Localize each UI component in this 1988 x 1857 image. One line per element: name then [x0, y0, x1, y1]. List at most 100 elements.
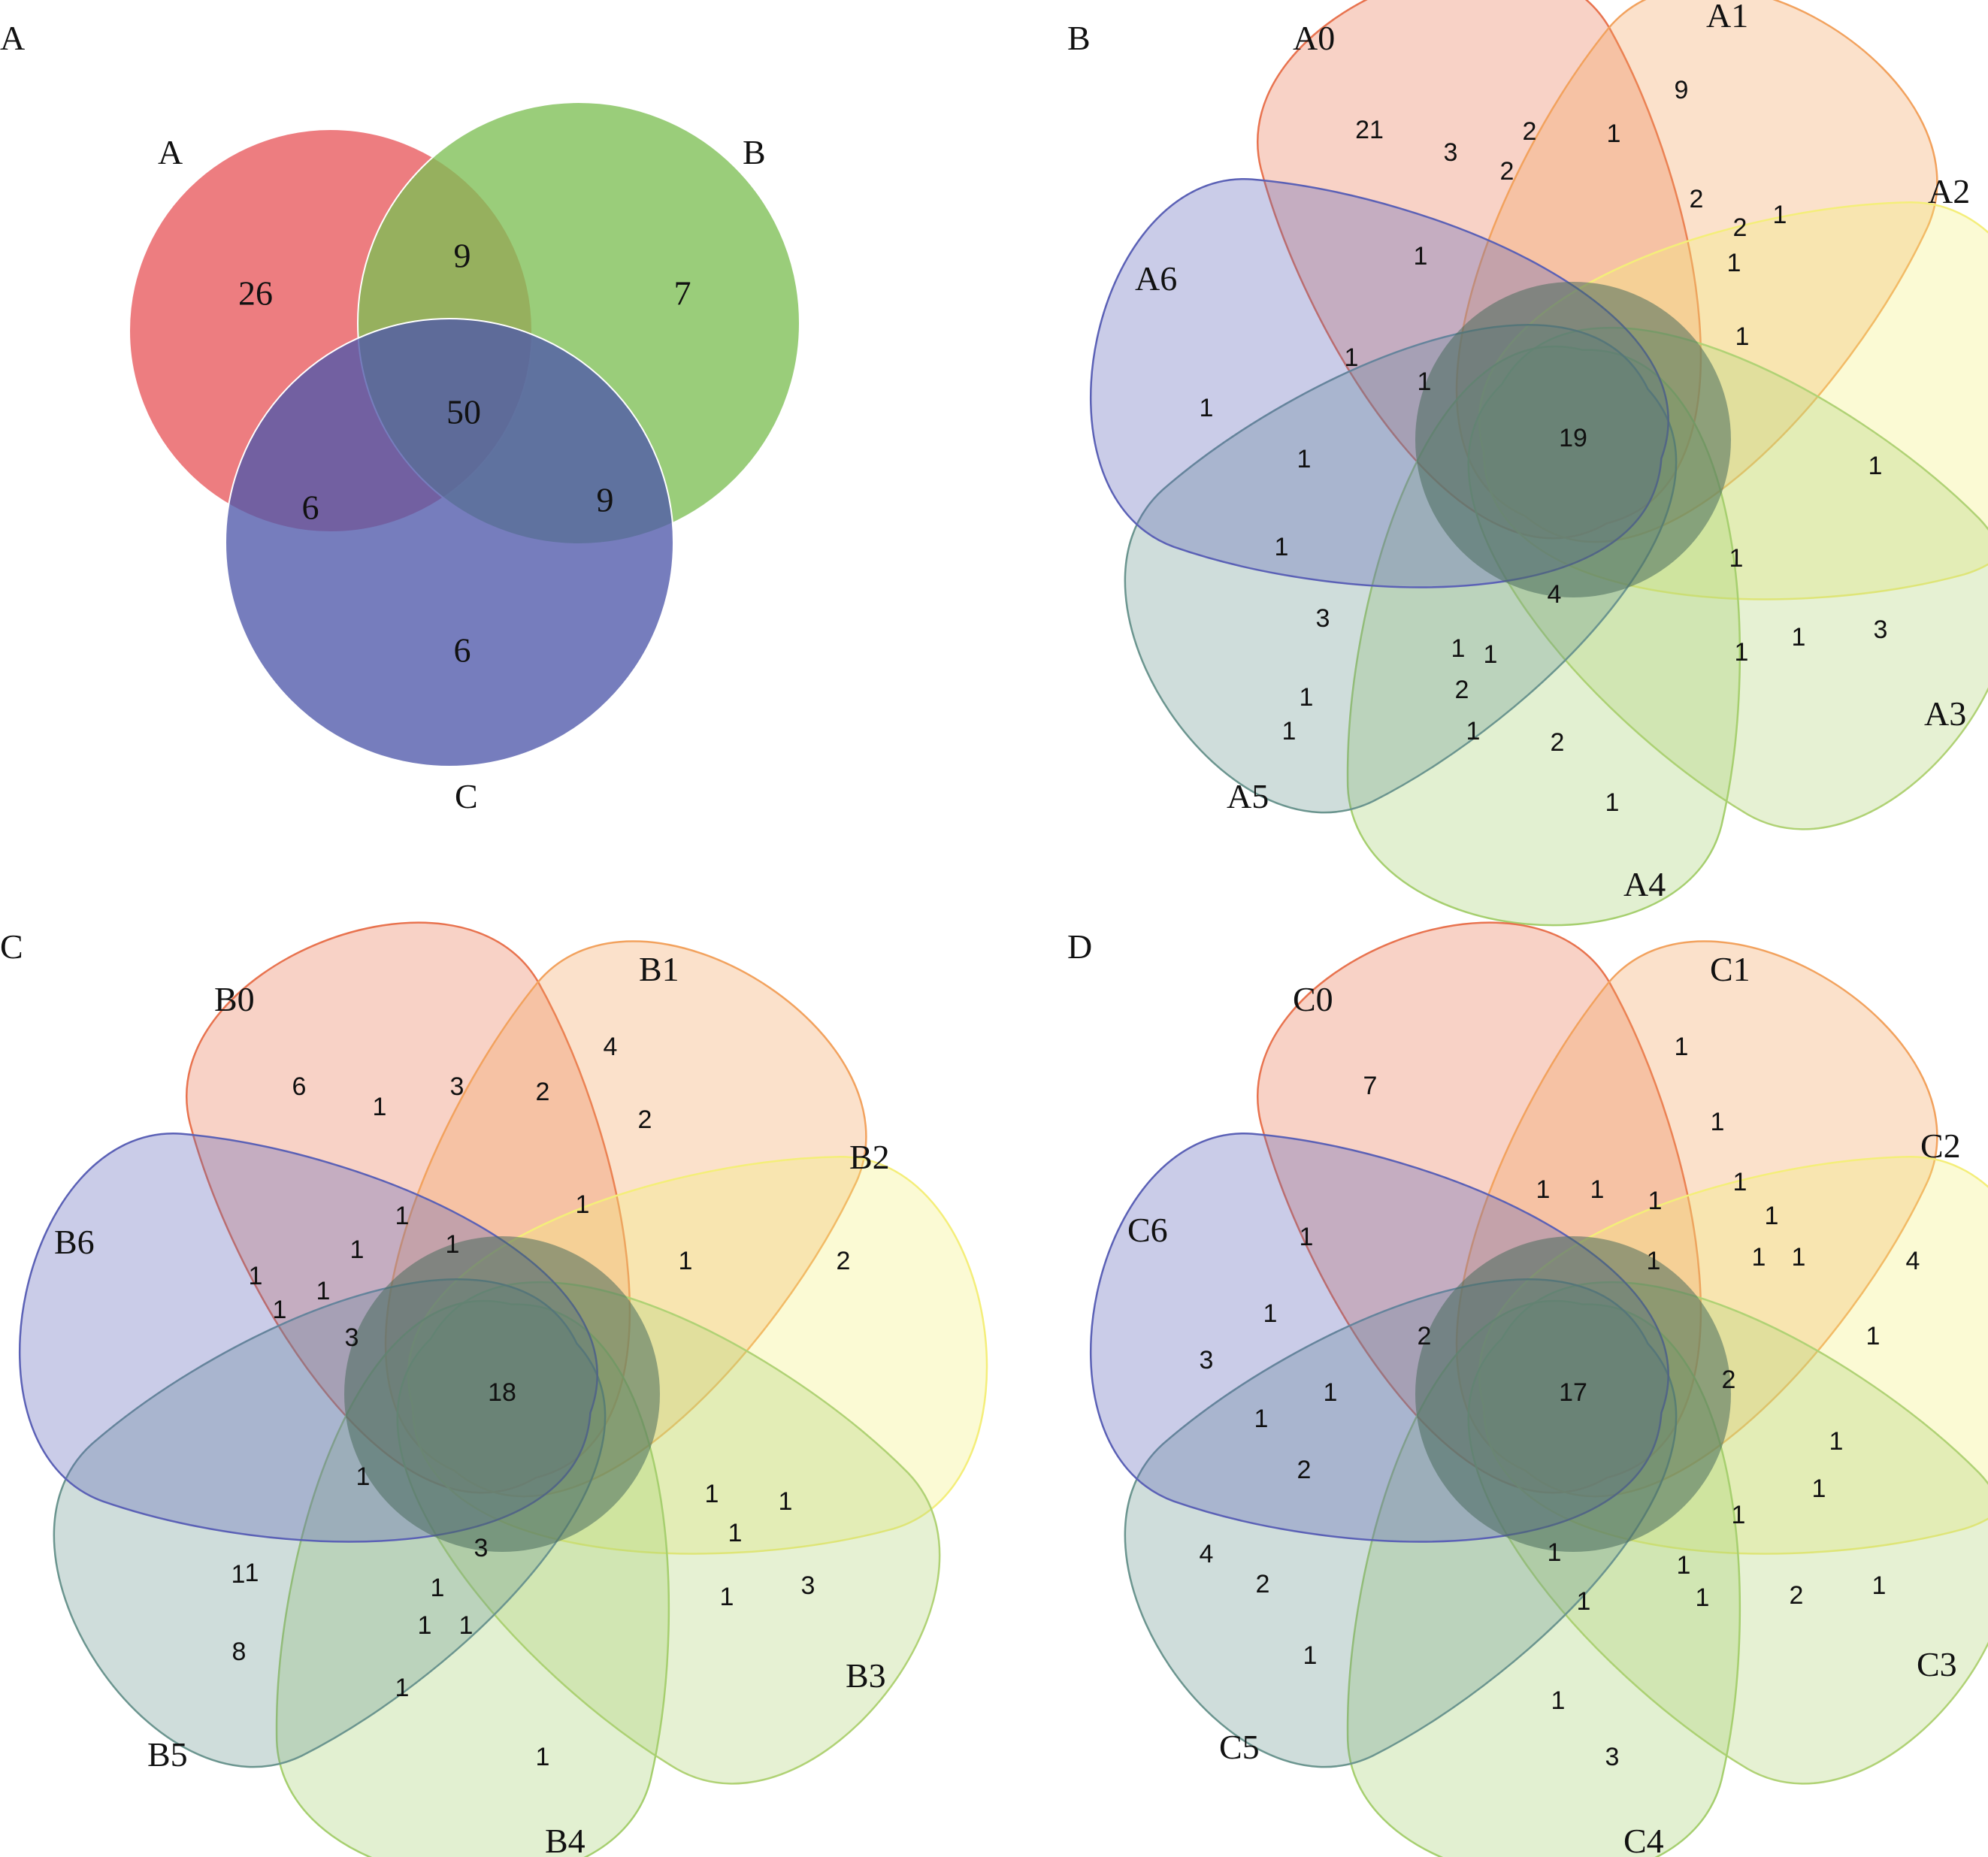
set-label-c3: C3	[1917, 1645, 1957, 1683]
center-count-b: 19	[1559, 424, 1587, 452]
region-count-d-24: 1	[1548, 1538, 1562, 1567]
core-c	[344, 1236, 660, 1552]
venn-circle-c	[225, 318, 674, 767]
region-count-c-3: 2	[536, 1078, 550, 1106]
region-count-d-7: 1	[1765, 1202, 1779, 1230]
count-only-b: 7	[674, 274, 691, 313]
region-count-d-33: 2	[1256, 1570, 1270, 1598]
region-count-d-26: 1	[1677, 1551, 1691, 1580]
region-count-c-20: 1	[728, 1519, 743, 1547]
region-count-d-0: 7	[1363, 1072, 1378, 1100]
set-label-a5: A5	[1227, 777, 1269, 815]
region-count-c-24: 1	[418, 1611, 432, 1640]
set-label-c4: C4	[1623, 1822, 1664, 1857]
region-count-c-15: 1	[273, 1296, 287, 1324]
region-count-b-8: 2	[1733, 213, 1747, 242]
region-count-d-34: 1	[1551, 1686, 1566, 1715]
count-only-c: 6	[454, 631, 471, 670]
region-count-c-7: 1	[576, 1190, 590, 1219]
set-label-b5: B5	[147, 1735, 188, 1774]
region-count-b-2: 3	[1444, 138, 1458, 167]
region-count-b-26: 1	[1466, 717, 1481, 746]
set-label-a3: A3	[1924, 694, 1966, 733]
region-count-b-17: 1	[1275, 533, 1289, 561]
region-count-c-19: 3	[801, 1571, 815, 1600]
region-count-d-25: 4	[1200, 1540, 1214, 1568]
center-count-c: 18	[488, 1378, 516, 1407]
set-label-b0: B0	[214, 980, 255, 1018]
panel-letter-c: C	[0, 927, 23, 966]
region-count-d-29: 1	[1696, 1583, 1710, 1612]
region-count-d-15: 2	[1418, 1322, 1432, 1350]
region-count-c-0: 6	[292, 1072, 307, 1101]
region-count-b-22: 1	[1735, 638, 1749, 667]
set-label-a4: A4	[1623, 865, 1666, 903]
region-count-c-27: 1	[231, 1560, 246, 1589]
region-count-d-21: 2	[1297, 1456, 1312, 1484]
region-count-b-27: 1	[1300, 683, 1314, 712]
region-count-c-18: 1	[705, 1480, 719, 1508]
region-count-c-30: 1	[536, 1743, 550, 1771]
region-count-b-12: 1	[1345, 343, 1359, 372]
region-count-c-2: 3	[450, 1072, 464, 1101]
region-count-d-31: 3	[1605, 1743, 1620, 1771]
region-count-b-13: 1	[1418, 367, 1432, 396]
region-count-d-17: 3	[1200, 1346, 1214, 1375]
region-count-d-20: 1	[1829, 1427, 1844, 1456]
region-count-c-1: 4	[604, 1033, 618, 1061]
region-count-d-8: 1	[1752, 1243, 1766, 1272]
region-count-c-12: 1	[249, 1262, 263, 1290]
region-count-d-19: 1	[1866, 1322, 1881, 1350]
set-label-c0: C0	[1293, 980, 1333, 1018]
count-ab: 9	[454, 237, 471, 275]
panel-letter-a: A	[0, 19, 25, 57]
flower-c	[19, 921, 988, 1857]
count-only-a: 26	[238, 274, 273, 313]
count-bc: 9	[597, 481, 614, 519]
center-count-d: 17	[1559, 1378, 1587, 1407]
region-count-d-12: 1	[1300, 1223, 1314, 1251]
set-label-b3: B3	[846, 1656, 886, 1695]
venn3-circles	[129, 101, 800, 767]
count-ac: 6	[302, 488, 319, 527]
region-count-b-18: 1	[1729, 544, 1744, 573]
set-label-b2: B2	[849, 1138, 890, 1176]
region-count-c-11: 1	[446, 1230, 460, 1259]
region-count-b-10: 1	[1727, 249, 1741, 277]
region-count-c-25: 1	[459, 1611, 474, 1640]
flower-b	[1090, 0, 1988, 927]
panel-letter-d: D	[1067, 927, 1092, 966]
region-count-d-2: 1	[1711, 1108, 1725, 1136]
region-count-d-9: 1	[1792, 1243, 1806, 1272]
region-count-b-0: 21	[1355, 116, 1384, 144]
region-count-d-22: 1	[1812, 1474, 1826, 1503]
region-count-d-28: 2	[1790, 1581, 1804, 1610]
region-count-c-22: 1	[720, 1583, 734, 1611]
flower-d	[1090, 921, 1988, 1857]
region-count-d-23: 1	[1732, 1501, 1746, 1529]
region-count-b-6: 1	[1414, 242, 1428, 271]
region-count-b-3: 2	[1523, 117, 1537, 146]
region-count-c-10: 1	[350, 1235, 365, 1264]
core-d	[1415, 1236, 1731, 1552]
region-count-b-28: 2	[1551, 728, 1565, 757]
set-label-a6: A6	[1135, 259, 1177, 298]
region-count-d-6: 1	[1733, 1168, 1747, 1196]
region-count-b-25: 2	[1455, 676, 1469, 704]
region-count-c-13: 1	[316, 1277, 331, 1305]
region-count-c-29: 1	[395, 1674, 410, 1702]
set-label-c1: C1	[1710, 950, 1750, 988]
region-count-b-7: 2	[1690, 185, 1704, 213]
set-label-a1: A1	[1706, 0, 1748, 35]
region-count-d-5: 1	[1648, 1187, 1663, 1215]
set-label-b6: B6	[54, 1223, 95, 1261]
region-count-d-14: 1	[1324, 1378, 1338, 1407]
region-count-d-4: 1	[1590, 1175, 1605, 1204]
set-label-c: C	[455, 777, 478, 815]
